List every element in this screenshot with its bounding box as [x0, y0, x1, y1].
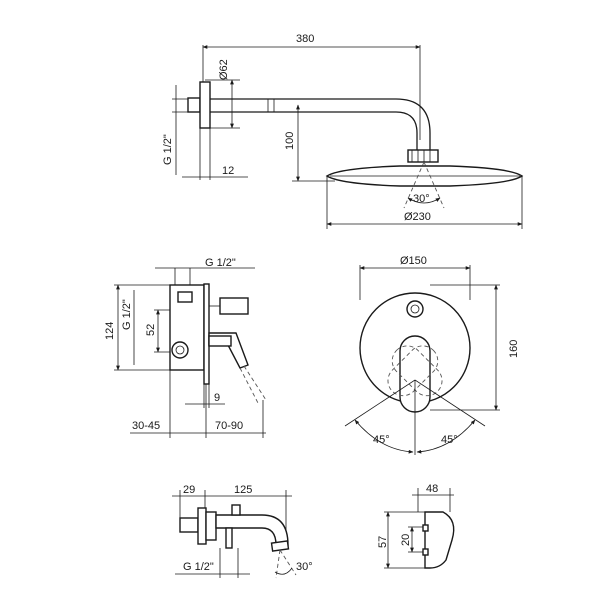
rotation-right-label: 45°	[441, 434, 458, 446]
mixer-body-view: G 1/2" 124 G 1/2" 52 9	[104, 257, 267, 438]
spout-length-label: 125	[234, 484, 252, 496]
flange-diameter-label: Ø62	[218, 59, 230, 80]
bracket-inner-label: 20	[400, 534, 412, 546]
arm-length-label: 380	[296, 33, 314, 45]
spout-thread-label: G 1/2"	[183, 561, 214, 573]
spout-angle-label: 30°	[296, 561, 313, 573]
spout-diverter	[231, 504, 241, 516]
spout-offset-label: 29	[183, 484, 195, 496]
wall-bracket-view: 48 57 20	[377, 483, 455, 569]
head-diameter-label: Ø230	[404, 211, 431, 223]
cover-plate-view: Ø150 160 45° 45°	[344, 255, 520, 455]
diverter-knob	[219, 297, 249, 315]
head-swivel	[407, 149, 439, 163]
projection-label: 70-90	[215, 420, 243, 432]
spout-view: 29 125 G 1/2" 30°	[172, 484, 313, 579]
arm-thread-label: G 1/2"	[162, 134, 174, 165]
wall-bracket	[424, 511, 455, 569]
mixer-top-port	[177, 291, 193, 303]
arm-thread-stub	[187, 97, 201, 113]
shower-arm-view: 380 Ø62 G 1/2" 12 100	[162, 33, 524, 229]
plate-diameter-label: Ø150	[400, 255, 427, 267]
head-angle-label: 30°	[413, 193, 430, 205]
arm-drop-label: 100	[284, 132, 296, 150]
mixer-center-label: 52	[145, 324, 157, 336]
shower-arm-pipe	[210, 98, 431, 150]
spout-wall-stub	[179, 517, 199, 533]
wall-depth-label: 30-45	[132, 420, 160, 432]
arm-wall-flange	[199, 81, 211, 129]
mixer-cover-plate	[203, 283, 210, 385]
plate-height-label: 160	[508, 340, 520, 358]
spout-flange	[197, 507, 207, 545]
mixer-height-label: 124	[104, 322, 116, 340]
diverter-button	[406, 300, 424, 318]
bracket-width-label: 48	[426, 483, 438, 495]
mixer-top-thread-label: G 1/2"	[205, 257, 236, 269]
mixer-side-thread-label: G 1/2"	[121, 299, 133, 330]
bracket-height-label: 57	[377, 536, 389, 548]
mixer-inlet	[171, 341, 189, 359]
flange-depth-label: 12	[222, 165, 234, 177]
plate-gap-label: 9	[214, 392, 220, 404]
rotation-left-label: 45°	[373, 434, 390, 446]
